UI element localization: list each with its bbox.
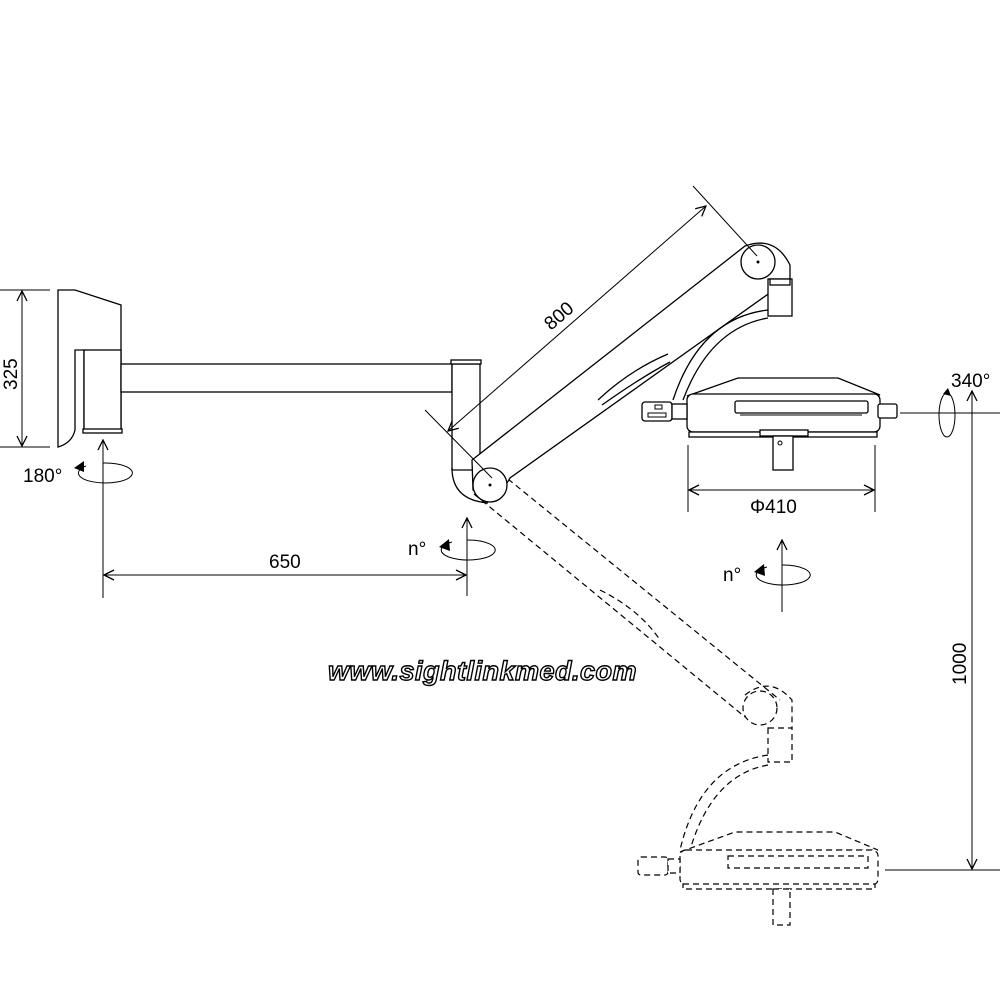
- dimension-label-800: 800: [541, 298, 579, 335]
- rotation-340: 340°: [900, 371, 1000, 438]
- dimension-1000: 1000: [885, 391, 1000, 871]
- dimension-325: 325: [0, 289, 50, 448]
- rotation-label-340: 340°: [951, 371, 990, 392]
- rotation-180: 180°: [23, 440, 133, 598]
- dimension-650: 650: [104, 552, 466, 575]
- wall-mount: [57, 289, 123, 448]
- rotation-label-lamp-joint: n°: [723, 565, 741, 586]
- rotation-label-arm-joint: n°: [408, 539, 426, 560]
- spring-arm: [471, 242, 791, 503]
- lower-arm-position: [473, 478, 879, 926]
- rotation-label-180: 180°: [23, 466, 62, 487]
- rotation-lamp-joint: n°: [723, 540, 811, 612]
- dimension-label-1000: 1000: [950, 643, 971, 685]
- horizontal-arm: [120, 363, 453, 393]
- dimension-label-325: 325: [1, 358, 22, 390]
- dimension-410: Φ410: [687, 445, 876, 518]
- dimension-label-650: 650: [269, 552, 301, 573]
- rotation-arm-joint: n°: [408, 518, 496, 596]
- sterile-handle: [772, 435, 794, 471]
- dimension-label-410: Φ410: [750, 497, 797, 518]
- lamp-head: [641, 278, 898, 471]
- watermark: www.sightlinkmed.com: [328, 656, 637, 686]
